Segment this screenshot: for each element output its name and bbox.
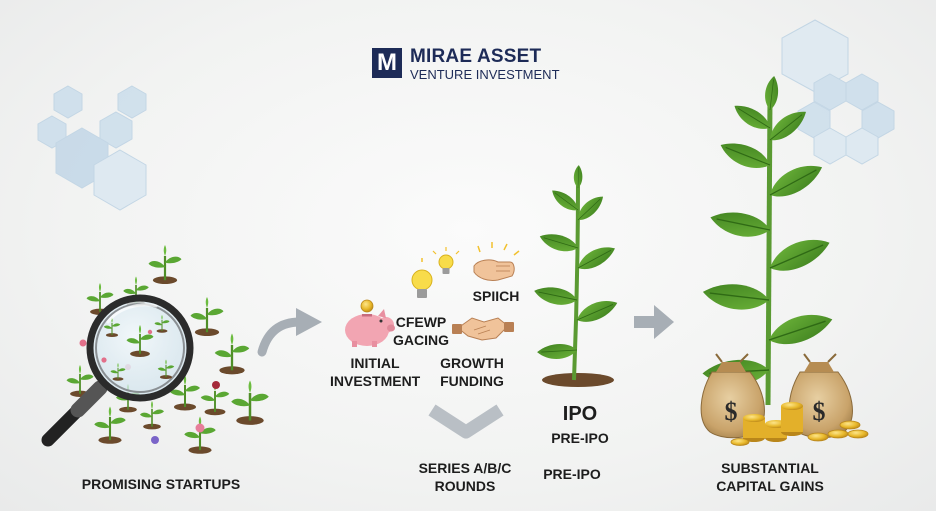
- label-series-line2: ROUNDS: [410, 478, 520, 496]
- label-growth-line2: FUNDING: [432, 373, 512, 391]
- label-initial-line1: INITIAL: [330, 355, 420, 373]
- label-pre-ipo-2: PRE-IPO: [532, 466, 612, 484]
- label-growth-line1: GROWTH: [432, 355, 512, 373]
- brand-subtitle: VENTURE INVESTMENT: [410, 67, 560, 82]
- fist-bump-icon: [474, 242, 519, 281]
- brand-logo: M: [372, 48, 402, 78]
- hexagon-pattern-left: [38, 86, 146, 210]
- label-ipo: IPO: [540, 402, 620, 427]
- label-spiich: SPIICH: [466, 288, 526, 306]
- label-gains-line1: SUBSTANTIAL: [700, 460, 840, 478]
- label-cfewp-gacing: CFEWP GACING: [386, 314, 456, 349]
- chevron-down-icon: [432, 410, 500, 432]
- arrow-right-icon-1: [262, 308, 322, 352]
- label-initial-investment: INITIAL INVESTMENT: [330, 355, 420, 390]
- label-series-rounds: SERIES A/B/C ROUNDS: [410, 460, 520, 495]
- lightbulb-icon: [412, 247, 459, 298]
- medium-plant-icon: [532, 165, 620, 387]
- label-series-line1: SERIES A/B/C: [410, 460, 520, 478]
- arrow-right-icon-2: [634, 305, 674, 339]
- svg-text:$: $: [813, 397, 826, 426]
- label-promising-startups: PROMISING STARTUPS: [66, 476, 256, 494]
- svg-text:$: $: [725, 397, 738, 426]
- label-cfewp-line1: CFEWP: [386, 314, 456, 332]
- label-gains-line2: CAPITAL GAINS: [700, 478, 840, 496]
- label-growth-funding: GROWTH FUNDING: [432, 355, 512, 390]
- handshake-icon: [452, 318, 514, 340]
- label-cfewp-line2: GACING: [386, 332, 456, 350]
- brand-name: MIRAE ASSET: [410, 46, 541, 68]
- hexagon-pattern-right: [782, 20, 894, 164]
- label-pre-ipo-1: PRE-IPO: [540, 430, 620, 448]
- label-initial-line2: INVESTMENT: [330, 373, 420, 391]
- label-capital-gains: SUBSTANTIAL CAPITAL GAINS: [700, 460, 840, 495]
